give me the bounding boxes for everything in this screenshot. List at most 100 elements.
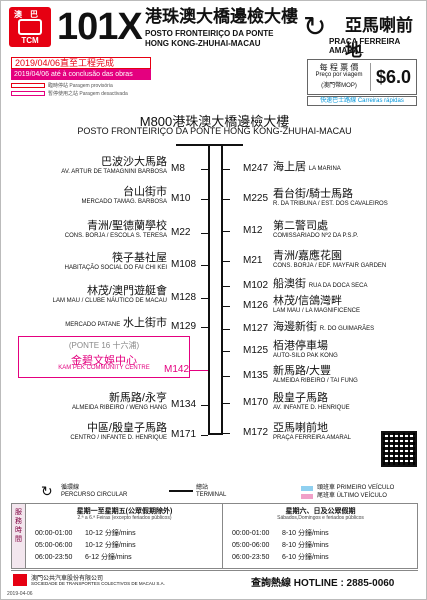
stop-code: M21 bbox=[243, 255, 263, 266]
timetable-time: 00:00-01:00 bbox=[232, 530, 270, 537]
timetable-time: 06:00-23:50 bbox=[35, 554, 73, 561]
stop-code: M247 bbox=[243, 163, 269, 174]
kam-pek-tick bbox=[190, 370, 208, 371]
timetable-freq: 10-12 分鐘/mins bbox=[85, 542, 136, 549]
route-loop-bottom bbox=[208, 433, 223, 435]
stop-tick bbox=[201, 327, 208, 328]
stop-code: M127 bbox=[243, 323, 269, 334]
timetable-weekend: 星期六、日及公眾假期 Sábados,Domingos e feriados p… bbox=[224, 504, 417, 568]
stop-code: M170 bbox=[243, 397, 269, 408]
legend-provisional: 臨時停站 Paragem provisória bbox=[11, 83, 113, 89]
stop-tick bbox=[223, 286, 230, 287]
fare-label-mop: (澳門幣MOP) bbox=[321, 83, 357, 89]
first-bus-swatch bbox=[301, 486, 313, 491]
timetable-time: 05:00-06:00 bbox=[232, 542, 270, 549]
provisional-swatch bbox=[11, 83, 45, 89]
stop-right-m247: 海上居 LA MARINA bbox=[273, 162, 423, 173]
legend-first: 頭班車 PRIMEIRO VEÍCULO bbox=[317, 485, 395, 491]
outbound-line bbox=[208, 144, 210, 434]
stop-cn: 海上居 bbox=[273, 161, 306, 173]
stop-cn: 青洲/聖德蘭學校 bbox=[86, 220, 167, 232]
notice-date-cn: 2019/04/06直至工程完成 bbox=[11, 57, 151, 69]
qr-code-icon[interactable] bbox=[381, 431, 417, 467]
legend-provisional-text: 臨時停站 Paragem provisória bbox=[48, 83, 113, 89]
stop-cn: 中區/殷皇子馬路 bbox=[86, 422, 167, 434]
stop-tick bbox=[223, 433, 230, 434]
stop-cn: 看台街/騎士馬路 bbox=[273, 188, 354, 200]
stop-cn: 海邊新街 bbox=[273, 321, 317, 333]
stop-pt: AUTO-SILO PAK KONG bbox=[273, 353, 338, 359]
stop-tick bbox=[223, 329, 230, 330]
logo-bottom-text: TCM bbox=[21, 36, 39, 45]
kam-pek-cn: 金碧文娛中心 bbox=[71, 355, 137, 367]
company-name-cn: 澳門公共汽車股份有限公司 bbox=[31, 576, 104, 582]
bus-icon bbox=[18, 19, 42, 35]
stop-tick bbox=[223, 231, 230, 232]
stop-code: M172 bbox=[243, 427, 269, 438]
stop-cn: 船澳街 bbox=[273, 278, 306, 290]
timetable-row: 05:00-06:00 10-12 分鐘/mins bbox=[35, 542, 136, 550]
stop-tick bbox=[201, 298, 208, 299]
deactivated-swatch bbox=[11, 91, 45, 97]
kam-pek-code: M142 bbox=[164, 364, 190, 375]
legend-deactivated-text: 暫停使用之站 Paragem desactivada bbox=[48, 91, 128, 97]
kam-pek-pt: KAM PEK COMMUNITY CENTRE bbox=[58, 365, 150, 371]
destination-pt-line2: HONG KONG-ZHUHAI-MACAU bbox=[145, 39, 261, 48]
stop-pt: MERCADO TAMAG. BARBOSA bbox=[81, 199, 167, 205]
stop-code: M108 bbox=[171, 259, 197, 270]
stop-tick bbox=[201, 435, 208, 436]
stop-code: M10 bbox=[171, 193, 191, 204]
stop-code: M22 bbox=[171, 227, 191, 238]
stop-cn: 筷子基社屋 bbox=[112, 252, 167, 264]
timetable-row: 06:00-23:50 6-12 分鐘/mins bbox=[35, 554, 132, 562]
hotline: 查詢熱線 HOTLINE : 2885-0060 bbox=[251, 578, 395, 589]
stop-pt: MERCADO PATANE bbox=[65, 322, 121, 328]
stop-code: M128 bbox=[171, 292, 197, 303]
destination-pt-line1: POSTO FRONTEIRIÇO DA PONTE bbox=[145, 29, 274, 38]
stop-cn: 台山街市 bbox=[123, 186, 167, 198]
company-logo-icon bbox=[13, 574, 27, 586]
stop-tick bbox=[223, 306, 230, 307]
kam-pek-sub: (PONTE 16 十六浦) bbox=[68, 341, 140, 350]
header: 澳巴 TCM 101X 港珠澳大橋邊檢大樓 POSTO FRONTEIRIÇO … bbox=[7, 5, 422, 60]
stop-code: M126 bbox=[243, 300, 269, 311]
stop-pt: R. DO GUIMARÃES bbox=[319, 326, 375, 332]
fare-label-pt: Preço por viagem bbox=[315, 72, 363, 78]
footer: 澳門公共汽車股份有限公司 SOCIEDADE DE TRANSPORTES CO… bbox=[11, 570, 418, 589]
legend-terminal-pt: TERMINAL bbox=[196, 492, 227, 498]
stop-tick bbox=[223, 261, 230, 262]
stop-left-m129: MERCADO PATANE 水上街市 bbox=[7, 318, 167, 329]
stop-code: M135 bbox=[243, 370, 269, 381]
stop-pt: ALMEIDA RIBEIRO / TAI FUNG bbox=[273, 378, 358, 384]
stop-cn: 亞馬喇前地 bbox=[273, 422, 328, 434]
stop-cn: 巴波沙大馬路 bbox=[101, 156, 167, 168]
weekday-header-pt: 2.ª a 6.ª Feiras (excepto feriados públi… bbox=[77, 515, 172, 521]
stop-tick bbox=[201, 169, 208, 170]
stop-pt: R. DA TRIBUNA / EST. DOS CAVALEIROS bbox=[273, 201, 388, 207]
stop-pt: AV. ARTUR DE TAMAGNINI BARBOSA bbox=[61, 169, 167, 175]
timetable-freq: 6-12 分鐘/mins bbox=[85, 554, 132, 561]
inbound-line bbox=[221, 144, 223, 434]
stop-cn: 林茂/信鴿灣畔 bbox=[273, 295, 343, 307]
route-title-pt: POSTO FRONTEIRIÇO DA PONTE HONG KONG-ZHU… bbox=[77, 126, 352, 136]
stop-pt: RUA DA DOCA SECA bbox=[308, 283, 368, 289]
timetable-time: 05:00-06:00 bbox=[35, 542, 73, 549]
timetable-weekday: 星期一至星期五(公眾假期除外) 2.ª a 6.ª Feiras (except… bbox=[27, 504, 223, 568]
destination-cn: 港珠澳大橋邊檢大樓 bbox=[145, 7, 298, 26]
logo-top-text: 澳巴 bbox=[14, 10, 46, 19]
stop-pt: CONS. BORJA / ESCOLA S. TERESA bbox=[64, 233, 167, 239]
legend-terminal: 總站 TERMINAL bbox=[196, 485, 226, 499]
stop-pt: ALMEIDA RIBEIRO / WENG HANG bbox=[71, 405, 167, 411]
stop-cn: 新馬路/大豐 bbox=[273, 365, 332, 377]
weekend-header-pt: Sábados,Domingos e feriados públicos bbox=[277, 515, 364, 521]
